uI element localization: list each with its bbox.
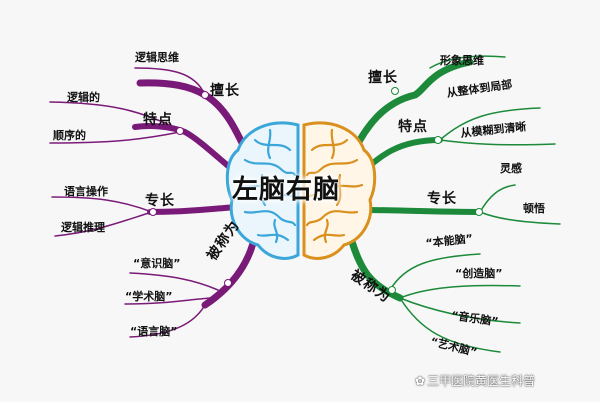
center-title: 左脑右脑 bbox=[232, 175, 341, 205]
left-leaf-label-2-0: 语言操作 bbox=[64, 185, 108, 198]
right-branch-label-0: 擅长 bbox=[368, 70, 398, 86]
right-branch-label-2: 专长 bbox=[427, 191, 457, 207]
right-collapse-marker-2 bbox=[475, 208, 483, 216]
right-branch-line-0 bbox=[346, 58, 474, 164]
right-leaf-line-3-3 bbox=[399, 297, 501, 353]
left-collapse-marker-3 bbox=[224, 279, 232, 287]
right-collapse-marker-0 bbox=[391, 87, 399, 95]
right-leaf-label-0-0: 形象思维 bbox=[440, 54, 484, 67]
left-leaf-line-1-1 bbox=[49, 131, 181, 144]
left-collapse-marker-2 bbox=[149, 208, 157, 216]
right-collapse-marker-3 bbox=[388, 286, 396, 294]
right-leaf-line-0-0 bbox=[429, 55, 506, 69]
left-leaf-label-1-1: 顺序的 bbox=[53, 129, 86, 142]
right-branch-line-2 bbox=[362, 207, 483, 215]
left-branch-label-0: 擅长 bbox=[210, 83, 240, 99]
right-collapse-marker-1 bbox=[434, 136, 442, 144]
left-leaf-line-0-0 bbox=[134, 67, 206, 96]
right-branch-label-1: 特点 bbox=[398, 119, 428, 135]
right-branch-line-3 bbox=[346, 231, 404, 302]
left-branch-line-1 bbox=[132, 123, 248, 183]
watermark: ✿三甲医院黄医生科普 bbox=[415, 372, 535, 389]
left-collapse-marker-0 bbox=[201, 91, 209, 99]
left-leaf-label-1-0: 逻辑的 bbox=[67, 91, 100, 104]
right-leaf-label-2-0: 灵感 bbox=[500, 162, 522, 175]
left-leaf-label-3-1: “学术脑” bbox=[125, 290, 173, 303]
left-leaf-label-0-0: 逻辑思维 bbox=[135, 51, 179, 64]
left-branch-label-2: 专长 bbox=[145, 193, 175, 209]
left-leaf-line-3-1 bbox=[124, 297, 211, 305]
right-leaf-line-1-1 bbox=[439, 139, 556, 146]
left-branch-label-1: 特点 bbox=[143, 112, 173, 128]
right-leaf-line-3-0 bbox=[389, 253, 481, 291]
right-leaf-line-1-0 bbox=[439, 107, 541, 141]
left-leaf-line-2-0 bbox=[51, 196, 153, 213]
watermark-text: 三甲医院黄医生科普 bbox=[427, 374, 536, 388]
left-leaf-label-3-0: “意识脑” bbox=[133, 257, 181, 270]
left-leaf-line-3-0 bbox=[129, 272, 219, 291]
right-leaf-line-2-0 bbox=[479, 184, 516, 213]
left-leaf-line-3-2 bbox=[129, 304, 206, 338]
left-leaf-label-3-2: “语言脑” bbox=[130, 325, 178, 338]
watermark-logo-icon: ✿ bbox=[415, 374, 426, 388]
left-brain-hemisphere-icon bbox=[225, 121, 300, 260]
right-leaf-label-3-1: “创造脑” bbox=[455, 267, 503, 280]
left-leaf-line-1-0 bbox=[49, 101, 181, 131]
left-leaf-line-2-1 bbox=[54, 211, 153, 237]
right-leaf-line-2-1 bbox=[479, 211, 561, 225]
right-leaf-line-3-2 bbox=[399, 297, 521, 324]
right-leaf-line-3-1 bbox=[399, 284, 521, 299]
left-collapse-marker-1 bbox=[176, 127, 184, 135]
right-brain-hemisphere-icon bbox=[302, 121, 377, 260]
right-leaf-label-2-1: 顿悟 bbox=[523, 202, 545, 215]
left-leaf-label-2-1: 逻辑推理 bbox=[61, 221, 105, 234]
